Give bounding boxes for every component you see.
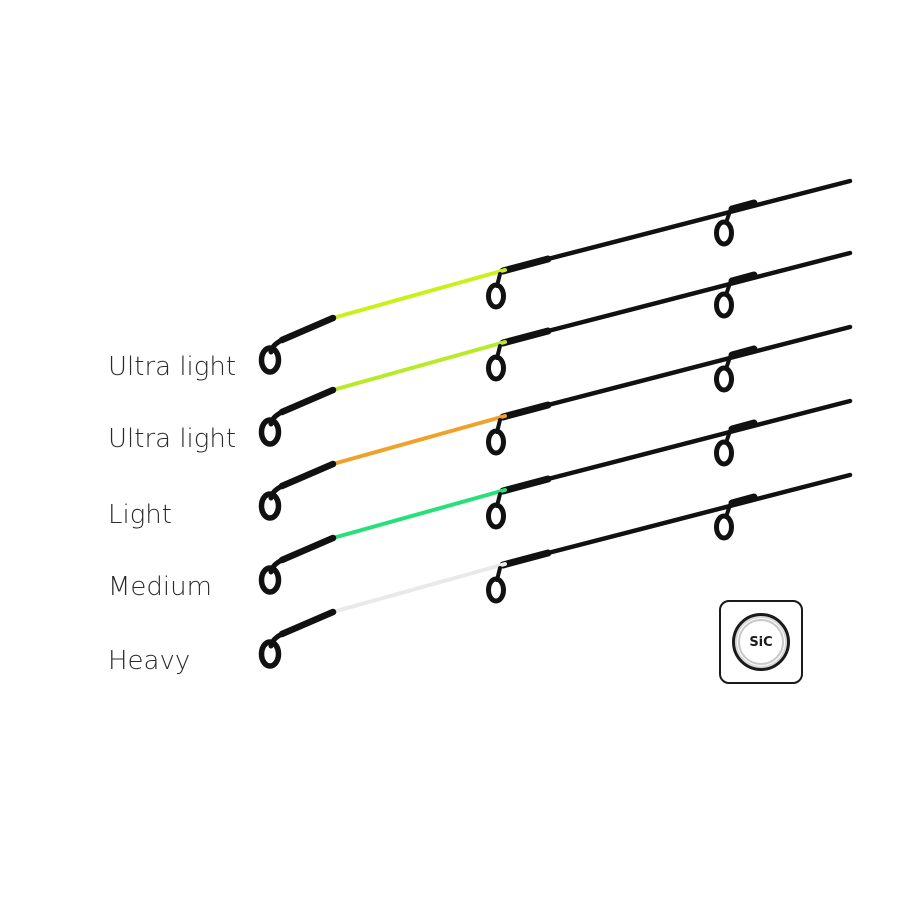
tip-guide-ring-icon — [258, 345, 282, 375]
rod-label-ultra-light-1: Ultra light — [108, 352, 237, 382]
rod-tip-sleeve — [278, 460, 337, 490]
rod-ferrule — [499, 255, 552, 275]
rod-label-ultra-light-2: Ultra light — [108, 424, 237, 454]
rod-heavy — [258, 472, 853, 669]
rod-quiver-tip — [331, 562, 507, 614]
rod-ferrule — [499, 475, 552, 495]
upper-guide-ring-icon — [714, 439, 734, 467]
sic-badge-text: SiC — [738, 619, 784, 665]
upper-guide-ring-icon — [714, 513, 734, 541]
rod-quiver-tip — [331, 488, 507, 540]
tip-guide-ring-icon — [258, 565, 282, 595]
mid-guide-ring-icon — [486, 282, 506, 310]
rod-quiver-tip — [331, 268, 507, 320]
rod-blank — [545, 324, 853, 408]
upper-guide-wrap — [728, 419, 758, 433]
rod-blank — [545, 178, 853, 262]
rod-blank — [545, 398, 853, 482]
rod-ferrule — [499, 327, 552, 347]
rod-ferrule — [499, 401, 552, 421]
rod-tip-sleeve — [278, 534, 337, 564]
upper-guide-ring-icon — [714, 291, 734, 319]
sic-badge: SiC — [719, 600, 803, 684]
tip-guide-ring-icon — [258, 639, 282, 669]
rod-tip-sleeve — [278, 386, 337, 416]
mid-guide-ring-icon — [486, 576, 506, 604]
rod-light — [258, 324, 853, 521]
upper-guide-wrap — [728, 199, 758, 213]
upper-guide-wrap — [728, 271, 758, 285]
mid-guide-ring-icon — [486, 428, 506, 456]
upper-guide-ring-icon — [714, 219, 734, 247]
rod-quiver-tip — [331, 414, 507, 466]
rod-ferrule — [499, 549, 552, 569]
mid-guide-ring-icon — [486, 502, 506, 530]
rod-ultra-light-1 — [258, 178, 853, 375]
rod-label-medium: Medium — [108, 572, 212, 602]
rod-ultra-light-2 — [258, 250, 853, 447]
rod-tip-sleeve — [278, 608, 337, 638]
upper-guide-wrap — [728, 493, 758, 507]
upper-guide-ring-icon — [714, 365, 734, 393]
rod-blank — [545, 472, 853, 556]
rod-blank — [545, 250, 853, 334]
rod-tip-sleeve — [278, 314, 337, 344]
tip-guide-ring-icon — [258, 417, 282, 447]
rod-medium — [258, 398, 853, 595]
tip-guide-ring-icon — [258, 491, 282, 521]
rod-label-heavy: Heavy — [108, 646, 191, 676]
rod-quiver-tip — [331, 340, 507, 392]
upper-guide-wrap — [728, 345, 758, 359]
mid-guide-ring-icon — [486, 354, 506, 382]
rod-label-light: Light — [108, 500, 172, 530]
